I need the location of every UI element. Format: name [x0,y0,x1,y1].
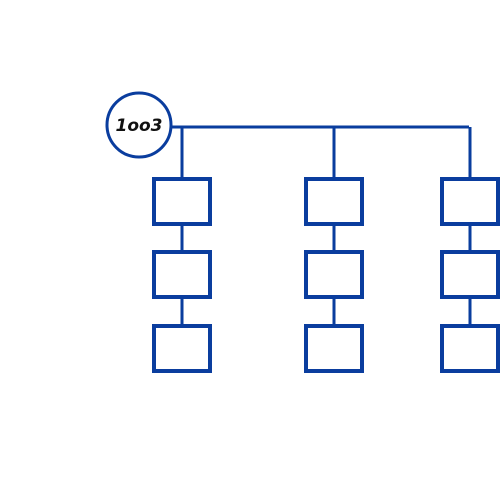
element-box [440,250,500,299]
element-box [152,177,212,226]
channel-2 [304,127,364,373]
element-box [304,177,364,226]
voter-circle [105,91,173,159]
channel-1 [152,127,212,373]
channels-layer [152,127,500,373]
voter-node: 1oo3 [105,91,173,159]
element-box [440,324,500,373]
element-box [152,324,212,373]
element-box [440,177,500,226]
channel-3 [440,127,500,373]
element-box [304,324,364,373]
element-box [152,250,212,299]
voter-label: 1oo3 [115,116,162,136]
element-box [304,250,364,299]
